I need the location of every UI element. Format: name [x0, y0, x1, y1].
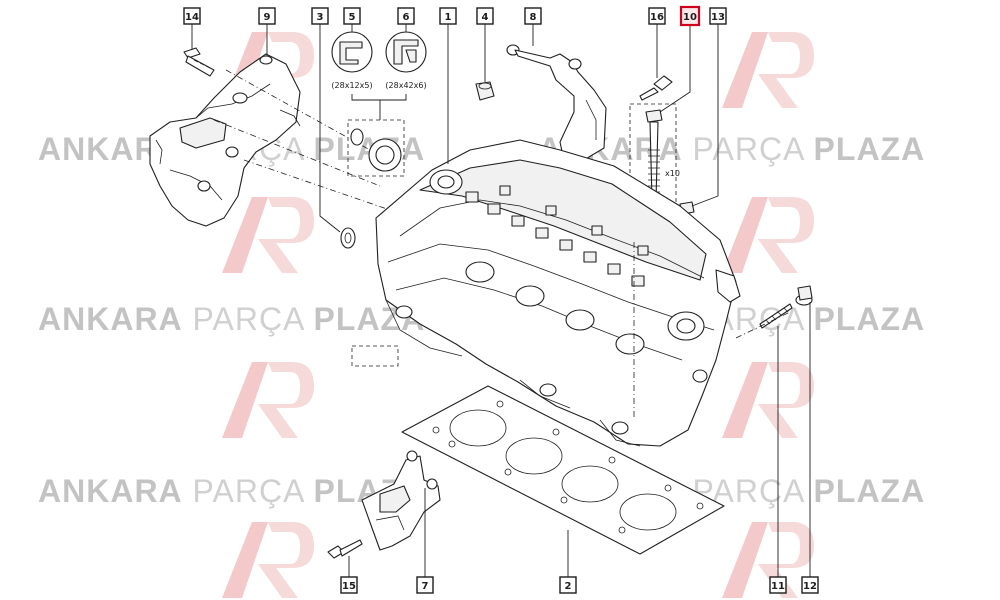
oring-part-3 — [340, 227, 356, 249]
callout-4[interactable]: 4 — [476, 7, 494, 25]
seal-5-dimensions: (28x12x5) — [331, 81, 372, 90]
callout-10-highlighted[interactable]: 10 — [679, 5, 701, 27]
callout-12-label: 12 — [803, 581, 817, 592]
watermark-logo — [722, 522, 814, 598]
callout-3-label: 3 — [317, 12, 324, 23]
seal-detail-5: (28x12x5) — [331, 31, 373, 90]
callout-1-label: 1 — [445, 12, 452, 23]
callout-16[interactable]: 16 — [648, 7, 666, 25]
callout-9-label: 9 — [264, 12, 271, 23]
bracket-part-7 — [361, 450, 441, 551]
watermark-logo — [222, 522, 314, 598]
nut-part-12 — [795, 285, 813, 306]
callout-3[interactable]: 3 — [311, 7, 329, 25]
placeholder-box — [351, 345, 399, 367]
callout-13-label: 13 — [711, 12, 725, 23]
callout-11[interactable]: 11 — [769, 576, 787, 594]
bolt-count-label: x10 — [665, 169, 680, 178]
watermark-word-parca: PARÇA — [193, 473, 306, 509]
head-bolt-part-10: x10 — [629, 103, 680, 209]
watermark-logo — [722, 32, 814, 108]
callout-12[interactable]: 12 — [801, 576, 819, 594]
leader-lines — [191, 24, 811, 577]
callout-11-label: 11 — [771, 581, 785, 592]
callout-14[interactable]: 14 — [183, 7, 201, 25]
callout-15-label: 15 — [342, 581, 356, 592]
cylinder-head-part-1 — [375, 139, 741, 447]
callout-1[interactable]: 1 — [439, 7, 457, 25]
stud-part-11 — [759, 303, 793, 329]
callout-5[interactable]: 5 — [343, 7, 361, 25]
bracket-part-9 — [149, 53, 391, 227]
bolt-part-16 — [639, 75, 673, 101]
callout-7[interactable]: 7 — [416, 576, 434, 594]
nut-part-4 — [475, 81, 495, 101]
watermark-word-plaza: PLAZA — [314, 131, 426, 167]
callout-9[interactable]: 9 — [258, 7, 276, 25]
watermark-logo — [222, 197, 314, 273]
callout-list: 14 9 3 5 6 1 4 8 — [183, 5, 819, 594]
bolt-part-14 — [183, 47, 215, 77]
watermark-logo — [222, 362, 314, 438]
watermark-word-parca: PARÇA — [693, 131, 806, 167]
seal-6-dimensions: (28x42x6) — [385, 81, 426, 90]
callout-10-label: 10 — [683, 12, 697, 23]
seal-detail-6: (28x42x6) — [385, 31, 427, 90]
callout-5-label: 5 — [349, 12, 356, 23]
watermark-word-ankara: ANKARA — [38, 301, 183, 337]
svg-text:ANKARA PARÇA PLAZA: ANKARA PARÇA PLAZA — [38, 301, 425, 337]
watermark-logo — [722, 362, 814, 438]
watermark-logos — [222, 32, 814, 598]
callout-6[interactable]: 6 — [397, 7, 415, 25]
callout-15[interactable]: 15 — [340, 576, 358, 594]
callout-14-label: 14 — [185, 12, 199, 23]
callout-7-label: 7 — [422, 581, 429, 592]
callout-2-label: 2 — [565, 581, 572, 592]
callout-2[interactable]: 2 — [559, 576, 577, 594]
watermark-word-plaza: PLAZA — [814, 131, 926, 167]
callout-16-label: 16 — [650, 12, 664, 23]
watermark-word-ankara: ANKARA — [38, 473, 183, 509]
callout-4-label: 4 — [482, 12, 489, 23]
seal-bracket-leader — [351, 94, 407, 120]
bolt-part-15 — [327, 539, 363, 559]
watermark-word-parca: PARÇA — [193, 301, 306, 337]
callout-8-label: 8 — [530, 12, 537, 23]
callout-13[interactable]: 13 — [709, 7, 727, 25]
watermark-logo — [722, 197, 814, 273]
seal-group-box — [347, 119, 405, 177]
callout-6-label: 6 — [403, 12, 410, 23]
watermark-word-plaza: PLAZA — [814, 301, 926, 337]
head-gasket-part-2 — [401, 385, 725, 555]
callout-8[interactable]: 8 — [524, 7, 542, 25]
watermark-word-plaza: PLAZA — [814, 473, 926, 509]
